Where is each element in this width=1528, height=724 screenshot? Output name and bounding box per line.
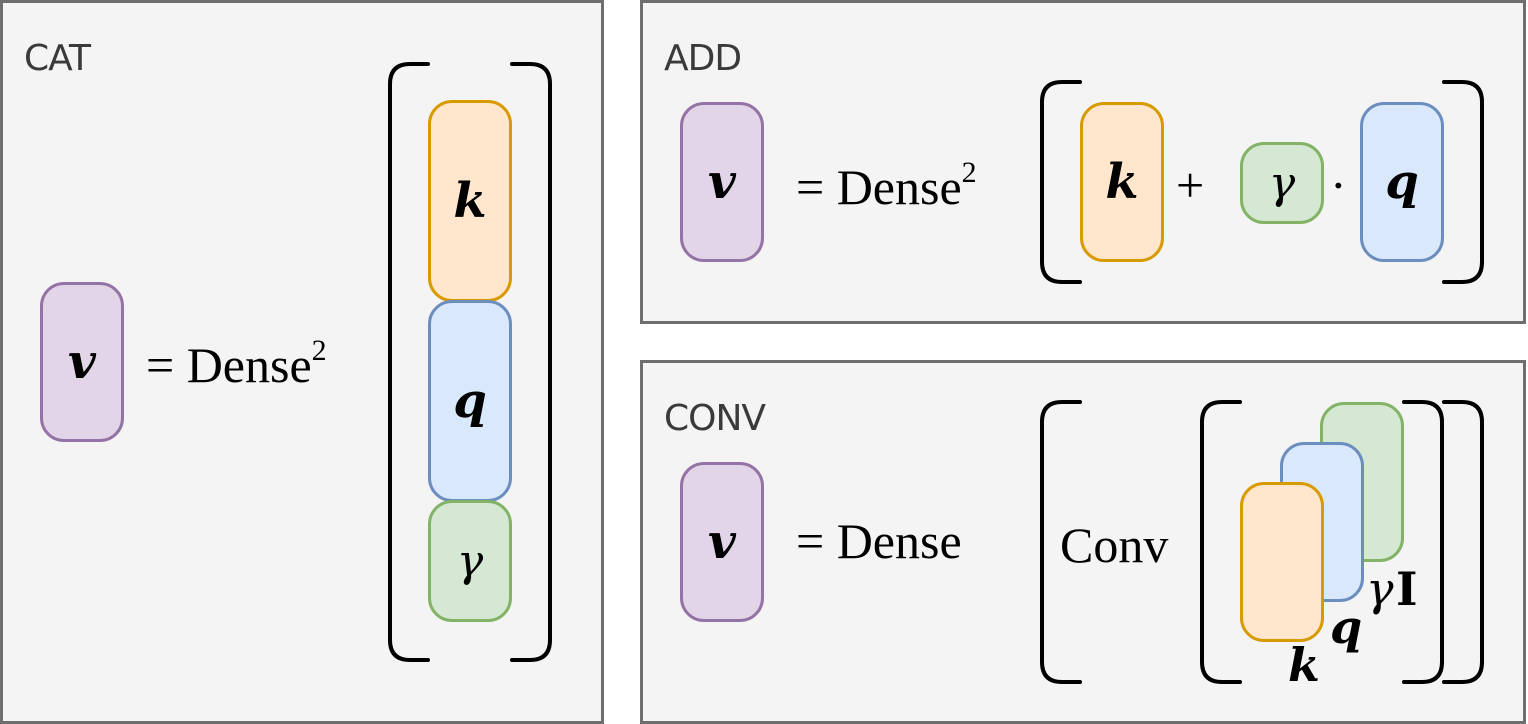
add-gamma-symbol: γ bbox=[1268, 157, 1296, 209]
conv-inner-right-bracket bbox=[1402, 400, 1444, 684]
add-q-symbol: q bbox=[1385, 154, 1419, 210]
conv-inner-left-bracket bbox=[1200, 400, 1242, 684]
conv-v-box: v bbox=[680, 462, 764, 622]
add-k-box: k bbox=[1080, 102, 1164, 262]
conv-v-symbol: v bbox=[708, 514, 736, 570]
add-q-box: q bbox=[1360, 102, 1444, 262]
cat-right-bracket bbox=[510, 62, 552, 662]
conv-title: CONV bbox=[664, 398, 766, 439]
add-dense-text: = Dense bbox=[796, 159, 962, 215]
conv-outer-left-bracket bbox=[1040, 400, 1082, 684]
conv-identity-label: I bbox=[1396, 562, 1418, 616]
add-dot-operator: · bbox=[1330, 157, 1347, 213]
add-title: ADD bbox=[664, 38, 742, 79]
add-exponent: 2 bbox=[961, 156, 977, 190]
cat-k-box: k bbox=[428, 100, 512, 302]
cat-title: CAT bbox=[24, 38, 91, 79]
add-v-symbol: v bbox=[708, 154, 736, 210]
cat-v-symbol: v bbox=[68, 334, 96, 390]
conv-outer-right-bracket bbox=[1442, 400, 1484, 684]
add-k-symbol: k bbox=[1105, 154, 1139, 210]
add-left-bracket bbox=[1040, 80, 1082, 284]
conv-dense-text: = Dense bbox=[796, 513, 962, 569]
cat-dense-text: = Dense bbox=[146, 337, 312, 393]
add-plus-sign: + bbox=[1176, 157, 1205, 213]
cat-q-symbol: q bbox=[453, 373, 487, 429]
cat-v-box: v bbox=[40, 282, 124, 442]
conv-conv-text: Conv bbox=[1060, 517, 1169, 573]
cat-gamma-symbol: γ bbox=[456, 535, 484, 587]
add-equation: = Dense2 bbox=[796, 158, 977, 215]
cat-k-symbol: k bbox=[453, 173, 487, 229]
cat-left-bracket bbox=[388, 62, 430, 662]
conv-k-tile bbox=[1240, 482, 1324, 642]
add-right-bracket bbox=[1442, 80, 1484, 284]
cat-equation: = Dense2 bbox=[146, 336, 327, 393]
cat-gamma-box: γ bbox=[428, 500, 512, 622]
conv-k-label: k bbox=[1288, 638, 1320, 692]
conv-q-label: q bbox=[1330, 600, 1363, 654]
conv-gamma-label: γ bbox=[1366, 562, 1394, 616]
add-gamma-box: γ bbox=[1240, 142, 1324, 224]
cat-exponent: 2 bbox=[311, 334, 327, 368]
add-v-box: v bbox=[680, 102, 764, 262]
